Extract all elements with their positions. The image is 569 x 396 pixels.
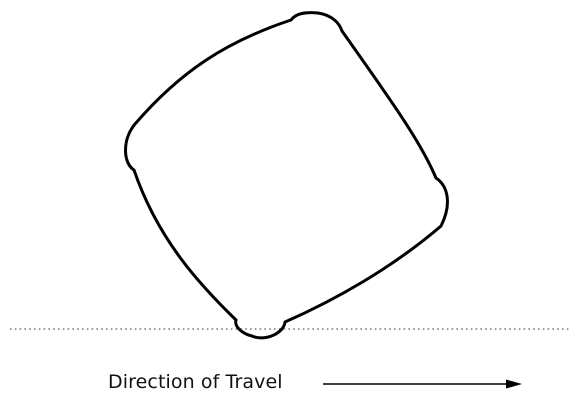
- direction-caption: Direction of Travel: [108, 371, 283, 393]
- arrow-right-icon: [323, 380, 522, 389]
- rolling-shape-outline: [126, 13, 448, 338]
